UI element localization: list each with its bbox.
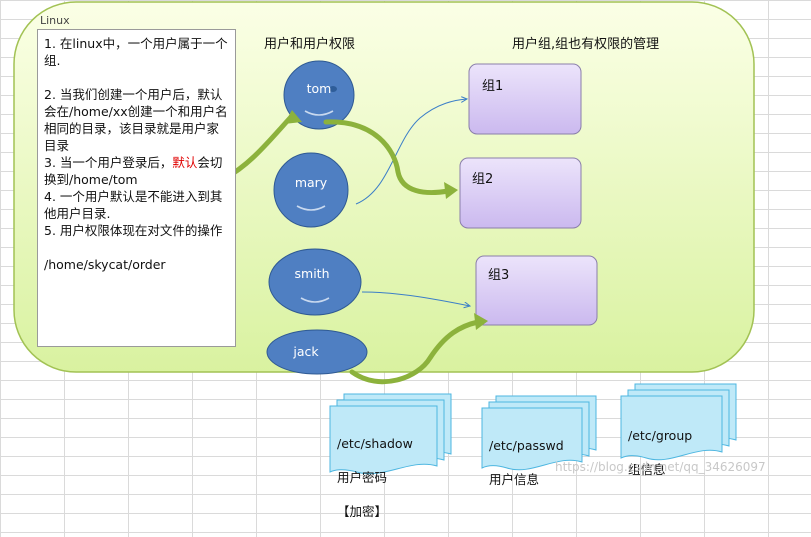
file-sheet <box>329 405 438 475</box>
user-label-mary: mary <box>294 175 328 190</box>
user-label-jack: jack <box>293 344 319 359</box>
note-line: 5. 用户权限体现在对文件的操作 <box>44 223 223 238</box>
arrow-tom-to-group2 <box>323 119 451 196</box>
note-line: 4. 一个用户默认是不能进入到其他用户目录. <box>44 189 223 221</box>
file-stack-1 <box>481 395 597 471</box>
user-smith <box>268 248 362 316</box>
note-line: 2. 当我们创建一个用户后，默认会在/home/xx创建一个和用户名相同的目录，… <box>44 87 228 153</box>
user-smile-smith <box>300 297 330 303</box>
note-line: /home/skycat/order <box>44 257 166 272</box>
file-path-shadow: /etc/shadow <box>337 436 413 451</box>
user-eye-tom <box>329 86 337 92</box>
file-text-group: /etc/group 组信息 <box>628 410 692 495</box>
group-label-2: 组2 <box>472 172 494 187</box>
arrowhead-tom-start <box>284 110 302 124</box>
file-path-group: /etc/group <box>628 428 693 443</box>
note-line <box>44 69 229 86</box>
note-line: 3. 当一个用户登录后，默认会切换到/home/tom <box>44 155 223 187</box>
notes-box: 1. 在linux中，一个用户属于一个组. 2. 当我们创建一个用户后，默认会在… <box>37 29 236 347</box>
user-label-tom: tom <box>306 81 332 96</box>
arrowhead-group2 <box>444 182 458 199</box>
heading-groups: 用户组,组也有权限的管理 <box>512 37 660 52</box>
user-jack <box>266 329 368 375</box>
user-smile-mary <box>296 205 326 211</box>
file-text-passwd: /etc/passwd 用户信息 <box>489 420 564 505</box>
group-box-3 <box>475 255 598 326</box>
file-sheet <box>481 407 583 471</box>
file-desc-shadow: 用户密码 <box>337 470 388 485</box>
container-label: Linux <box>40 14 70 27</box>
arrow-smith-to-group3 <box>361 291 470 306</box>
file-desc-group: 组信息 <box>628 462 666 477</box>
file-desc-passwd: 用户信息 <box>489 472 540 487</box>
user-mary <box>273 152 349 228</box>
group-label-3: 组3 <box>488 268 510 283</box>
file-stack-0 <box>329 393 452 475</box>
group-label-1: 组1 <box>482 79 504 94</box>
arrow-mary-to-group1 <box>355 99 467 205</box>
file-sheet <box>620 395 723 461</box>
file-text-shadow: /etc/shadow 用户密码 【加密】 <box>337 418 413 537</box>
user-tom <box>283 60 355 130</box>
arrow-jack-to-group3 <box>349 319 481 385</box>
group-box-1 <box>468 63 582 135</box>
note-line <box>44 239 229 256</box>
file-stack-2 <box>620 383 737 461</box>
file-path-passwd: /etc/passwd <box>489 438 564 453</box>
note-highlight: 默认 <box>172 155 198 170</box>
file-extra-shadow: 【加密】 <box>337 504 388 519</box>
arrowhead-group3 <box>474 313 488 330</box>
group-box-2 <box>459 157 582 229</box>
user-label-smith: smith <box>294 266 330 281</box>
note-line: 1. 在linux中，一个用户属于一个组. <box>44 36 228 68</box>
heading-users: 用户和用户权限 <box>264 37 356 52</box>
diagram-canvas: Linux 1. 在linux中，一个用户属于一个组. 2. 当我们创建一个用户… <box>13 1 766 519</box>
watermark: https://blog.csdn.net/qq_34626097 <box>555 460 766 474</box>
user-smile-tom <box>304 110 334 116</box>
